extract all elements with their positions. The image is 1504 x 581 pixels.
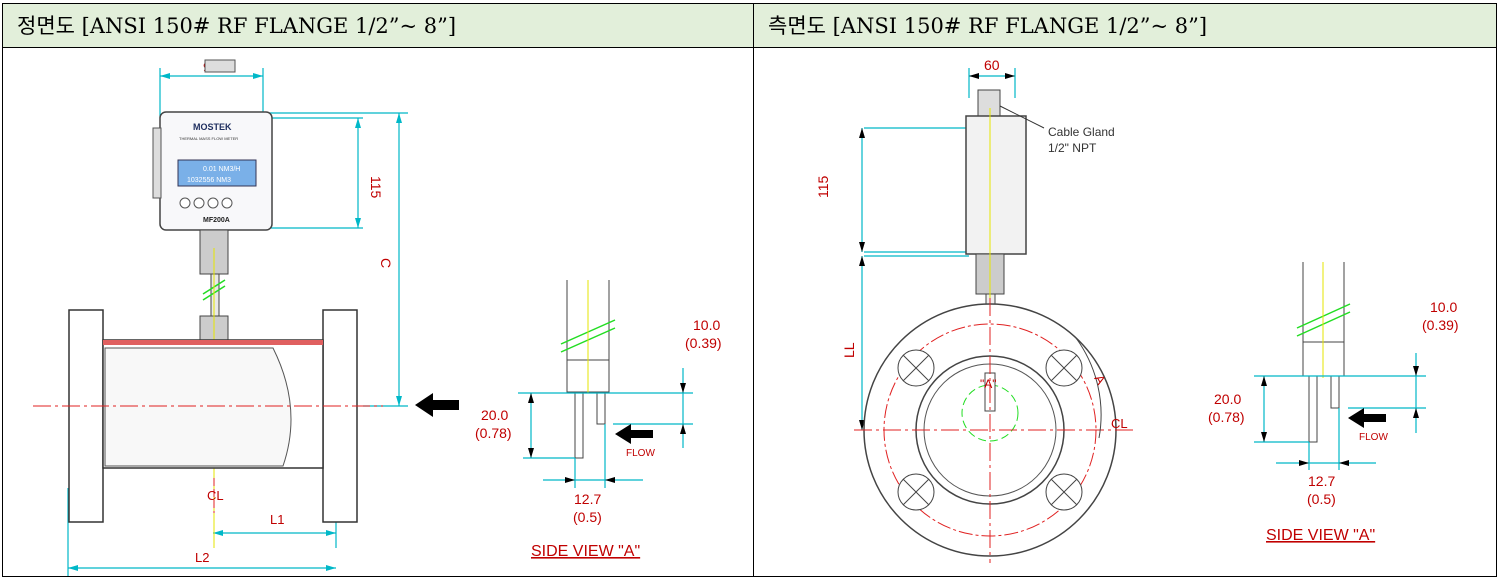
side-dim-width: 60 [984,57,1000,73]
meter-brand: MOSTEK [193,122,232,132]
side-marker-a: "A" [980,377,997,391]
front-dim-c: C [378,258,394,268]
meter-line: THERMAL MASS FLOW METER [179,136,238,141]
cable-gland-label: Cable Gland [1048,125,1115,139]
detail-dim-top-in: (0.39) [685,335,722,351]
side-detail-dim-bottom-in: (0.5) [1307,491,1336,507]
detail-dim-side: 20.0 [481,407,508,423]
detail-dim-bottom: 12.7 [574,491,601,507]
side-view-header: 측면도 [ANSI 150# RF FLANGE 1/2”~ 8”] [754,4,1496,48]
front-dim-l2: L2 [195,550,209,565]
detail-dim-side-in: (0.78) [475,425,512,441]
side-centerline: CL [1111,416,1128,431]
cable-gland-spec: 1/2" NPT [1048,141,1097,155]
side-dim-ll: LL [841,342,857,358]
meter-display-1: 0.01 NM3/H [203,166,240,173]
detail-dim-top: 10.0 [693,317,720,333]
front-dim-height: 115 [368,176,384,199]
front-dim-l1: L1 [270,512,284,527]
side-detail-flow: FLOW [1359,432,1388,443]
side-detail-dim-side-in: (0.78) [1208,409,1245,425]
side-detail-dim-top: 10.0 [1430,299,1457,315]
front-centerline: CL [207,488,224,503]
drawing-table: 정면도 [ANSI 150# RF FLANGE 1/2”~ 8”] 측면도 [… [2,3,1497,577]
front-view-cell: 90 115 C MOSTEK THERMAL MASS FLOW METER … [3,48,754,576]
meter-model: MF200A [203,217,230,224]
detail-dim-bottom-in: (0.5) [573,509,602,525]
side-detail-caption: SIDE VIEW "A" [1266,527,1375,544]
side-view-cell: 60 115 LL Cable Gland 1/2" NPT [754,48,1496,576]
front-view-header: 정면도 [ANSI 150# RF FLANGE 1/2”~ 8”] [3,4,754,48]
detail-caption: SIDE VIEW "A" [531,543,640,560]
side-dim-height: 115 [815,175,831,198]
side-detail-dim-top-in: (0.39) [1422,317,1459,333]
detail-flow: FLOW [626,448,655,459]
meter-display-2: 1032556 NM3 [187,177,231,184]
front-view-drawing: 90 115 C MOSTEK THERMAL MASS FLOW METER … [33,59,722,576]
side-detail-dim-bottom: 12.7 [1308,473,1335,489]
side-view-drawing: 60 115 LL Cable Gland 1/2" NPT [815,57,1459,563]
side-detail-dim-side: 20.0 [1214,391,1241,407]
